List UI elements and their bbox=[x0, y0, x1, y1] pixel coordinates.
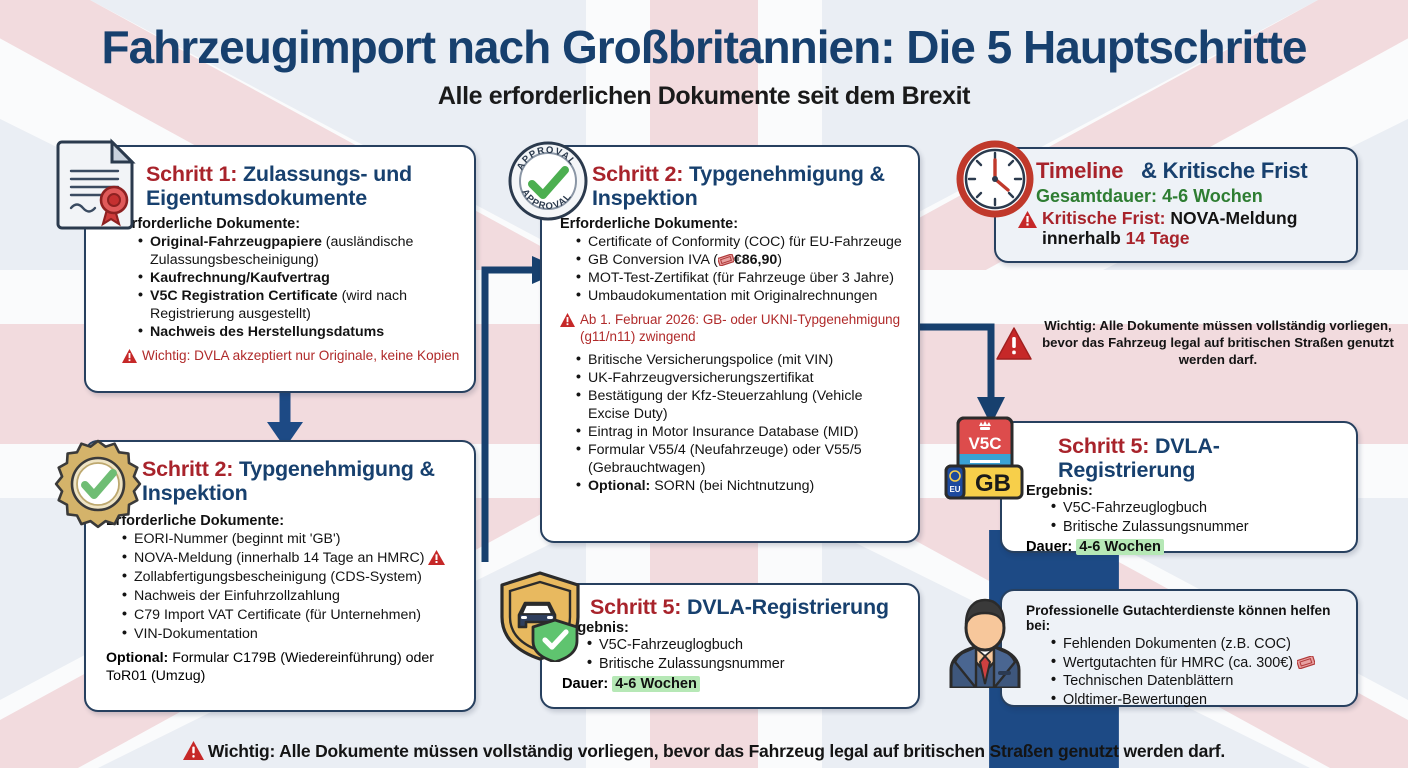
clock-icon bbox=[956, 140, 1034, 223]
list-item: Umbaudokumentation mit Originalrechnunge… bbox=[573, 286, 906, 305]
card-step1-list: Original-Fahrzeugpapiere (ausländische Z… bbox=[135, 232, 462, 341]
list-item-valuation: Wertgutachten für HMRC (ca. 300€) bbox=[1048, 653, 1344, 673]
list-item: MOT-Test-Zertifikat (für Fahrzeuge über … bbox=[573, 268, 906, 287]
right-warning-text: Wichtig: Alle Dokumente müssen vollständ… bbox=[1042, 318, 1394, 367]
card-step5mid-title-rest: DVLA-Registrierung bbox=[686, 595, 889, 619]
card-step5mid-title-prefix: Schritt 5: bbox=[590, 595, 682, 619]
list-item-nova: NOVA-Meldung (innerhalb 14 Tage an HMRC) bbox=[119, 548, 462, 568]
list-item: Britische Zulassungsnummer bbox=[584, 654, 906, 674]
warning-triangle-icon bbox=[428, 550, 446, 566]
footer-warning: Wichtig: Alle Dokumente müssen vollständ… bbox=[0, 741, 1408, 762]
car-shield-icon bbox=[497, 570, 583, 667]
card-step2bottom-section-label: Erforderliche Dokumente: bbox=[106, 513, 285, 530]
card-step2bottom-optional: Optional: Formular C179B (Wiedereinführu… bbox=[106, 650, 435, 685]
connector-step2top-to-step5right bbox=[899, 323, 1005, 425]
gold-seal-check-icon bbox=[52, 438, 144, 535]
right-warning-note: Wichtig: Alle Dokumente müssen vollständ… bbox=[996, 318, 1396, 369]
svg-text:GB: GB bbox=[975, 470, 1011, 497]
card-step1-title-prefix: Schritt 1: bbox=[146, 162, 238, 186]
list-item: Kaufrechnung/Kaufvertrag bbox=[135, 268, 462, 287]
list-item: Zollabfertigungsbescheinigung (CDS-Syste… bbox=[119, 567, 462, 587]
list-item: C79 Import VAT Certificate (für Unterneh… bbox=[119, 605, 462, 625]
card-step5right-section-label: Ergebnis: bbox=[1026, 483, 1093, 500]
card-step2-top: Schritt 2: Typgenehmigung & Inspektion E… bbox=[540, 145, 920, 543]
list-item: EORI-Nummer (beginnt mit 'GB') bbox=[119, 529, 462, 549]
money-icon bbox=[717, 254, 734, 267]
card-step1: Schritt 1: Zulassungs- und Eigentumsdoku… bbox=[84, 145, 476, 393]
list-item: V5C-Fahrzeuglogbuch bbox=[584, 635, 906, 655]
card-step2top-warning: Ab 1. Februar 2026: GB- oder UKNI-Typgen… bbox=[560, 312, 906, 345]
list-item: UK-Fahrzeugversicherungszertifikat bbox=[573, 368, 906, 387]
list-item: Certificate of Conformity (COC) für EU-F… bbox=[573, 232, 906, 251]
card-step2top-title-prefix: Schritt 2: bbox=[592, 162, 684, 186]
card-services-list: Fehlenden Dokumenten (z.B. COC) Wertguta… bbox=[1048, 634, 1344, 710]
card-step2bottom-title-rest: Typgenehmigung & Inspektion bbox=[142, 457, 435, 506]
connector-step1-to-step2 bbox=[267, 388, 303, 448]
warning-triangle-icon bbox=[1018, 210, 1037, 228]
warning-triangle-icon bbox=[182, 741, 204, 760]
list-item: Fehlenden Dokumenten (z.B. COC) bbox=[1048, 634, 1344, 654]
list-item: VIN-Dokumentation bbox=[119, 624, 462, 644]
warning-triangle-icon bbox=[122, 349, 137, 364]
v5c-gb-plate-icon: V5C EU GB bbox=[944, 416, 1028, 507]
card-step5-mid: Schritt 5: DVLA-Registrierung Ergebnis: … bbox=[540, 583, 920, 709]
list-item: Britische Versicherungspolice (mit VIN) bbox=[573, 350, 906, 369]
card-step2top-section-label: Erforderliche Dokumente: bbox=[560, 216, 739, 233]
certificate-document-icon bbox=[56, 138, 142, 235]
list-item: Nachweis der Einfuhrzollzahlung bbox=[119, 586, 462, 606]
card-timeline-title-rest: & Kritische Frist bbox=[1141, 158, 1308, 183]
approval-stamp-icon: APPROVAL APPROVAL bbox=[507, 140, 589, 227]
card-step1-section-label: Erforderliche Dokumente: bbox=[122, 216, 301, 233]
card-step2-bottom: Schritt 2: Typgenehmigung & Inspektion E… bbox=[84, 440, 476, 712]
list-item: Oldtimer-Bewertungen bbox=[1048, 690, 1344, 710]
page-title: Fahrzeugimport nach Großbritannien: Die … bbox=[101, 21, 1307, 73]
card-step5mid-list: V5C-Fahrzeuglogbuch Britische Zulassungs… bbox=[584, 635, 906, 674]
list-item: V5C-Fahrzeuglogbuch bbox=[1048, 498, 1344, 518]
list-item: Technischen Datenblättern bbox=[1048, 671, 1344, 691]
warning-triangle-icon bbox=[560, 313, 575, 328]
card-step2bottom-title-prefix: Schritt 2: bbox=[142, 457, 234, 481]
list-item: Britische Zulassungsnummer bbox=[1048, 517, 1344, 537]
card-step5-right: Schritt 5: DVLA-Registrierung Ergebnis: … bbox=[1000, 421, 1358, 555]
expert-person-icon bbox=[943, 594, 1027, 693]
card-step1-title-rest: Zulassungs- und Eigentumsdokumente bbox=[146, 162, 412, 211]
card-step2top-list-before: Certificate of Conformity (COC) für EU-F… bbox=[573, 232, 906, 305]
card-step2top-list-after: Britische Versicherungspolice (mit VIN) … bbox=[573, 350, 906, 495]
svg-text:EU: EU bbox=[949, 485, 960, 494]
card-step2top-title-rest: Typgenehmigung & Inspektion bbox=[592, 162, 885, 211]
warning-triangle-icon bbox=[996, 327, 1032, 360]
card-services: Professionelle Gutachterdienste können h… bbox=[1000, 589, 1358, 710]
svg-text:V5C: V5C bbox=[968, 434, 1001, 453]
card-step5right-title-prefix: Schritt 5: bbox=[1058, 434, 1150, 458]
list-item-price: GB Conversion IVA (€86,90) bbox=[573, 250, 906, 269]
card-timeline-duration: Gesamtdauer: 4-6 Wochen bbox=[1036, 185, 1263, 206]
list-item: Nachweis des Herstellungsdatums bbox=[135, 322, 462, 341]
list-item: V5C Registration Certificate (wird nach … bbox=[135, 286, 462, 323]
footer-warning-text: Wichtig: Alle Dokumente müssen vollständ… bbox=[207, 741, 1226, 761]
list-item: Bestätigung der Kfz-Steuerzahlung (Vehic… bbox=[573, 386, 906, 423]
card-services-heading: Professionelle Gutachterdienste können h… bbox=[1026, 603, 1331, 633]
card-step5mid-duration: Dauer: 4-6 Wochen bbox=[562, 675, 906, 692]
card-timeline-deadline: Kritische Frist: NOVA-Meldung innerhalb … bbox=[1018, 208, 1344, 249]
card-step5right-title-rest: DVLA-Registrierung bbox=[1058, 434, 1220, 483]
card-timeline: Timeline & Kritische Frist Gesamtdauer: … bbox=[994, 147, 1358, 263]
list-item: Formular V55/4 (Neufahrzeuge) oder V55/5… bbox=[573, 440, 906, 477]
card-step5right-duration: Dauer: 4-6 Wochen bbox=[1026, 538, 1344, 555]
list-item: Original-Fahrzeugpapiere (ausländische Z… bbox=[135, 232, 462, 269]
card-step1-warning: Wichtig: DVLA akzeptiert nur Originale, … bbox=[122, 348, 462, 364]
card-step5mid-section-label: Ergebnis: bbox=[562, 620, 629, 637]
card-step2bottom-list: EORI-Nummer (beginnt mit 'GB') NOVA-Meld… bbox=[119, 529, 462, 644]
card-timeline-title-prefix: Timeline bbox=[1036, 158, 1124, 183]
card-step5right-list: V5C-Fahrzeuglogbuch Britische Zulassungs… bbox=[1048, 498, 1344, 537]
money-icon bbox=[1297, 655, 1316, 669]
page-subtitle: Alle erforderlichen Dokumente seit dem B… bbox=[437, 82, 971, 110]
list-item: Eintrag in Motor Insurance Database (MID… bbox=[573, 422, 906, 441]
list-item-optional: Optional: SORN (bei Nichtnutzung) bbox=[573, 476, 906, 495]
